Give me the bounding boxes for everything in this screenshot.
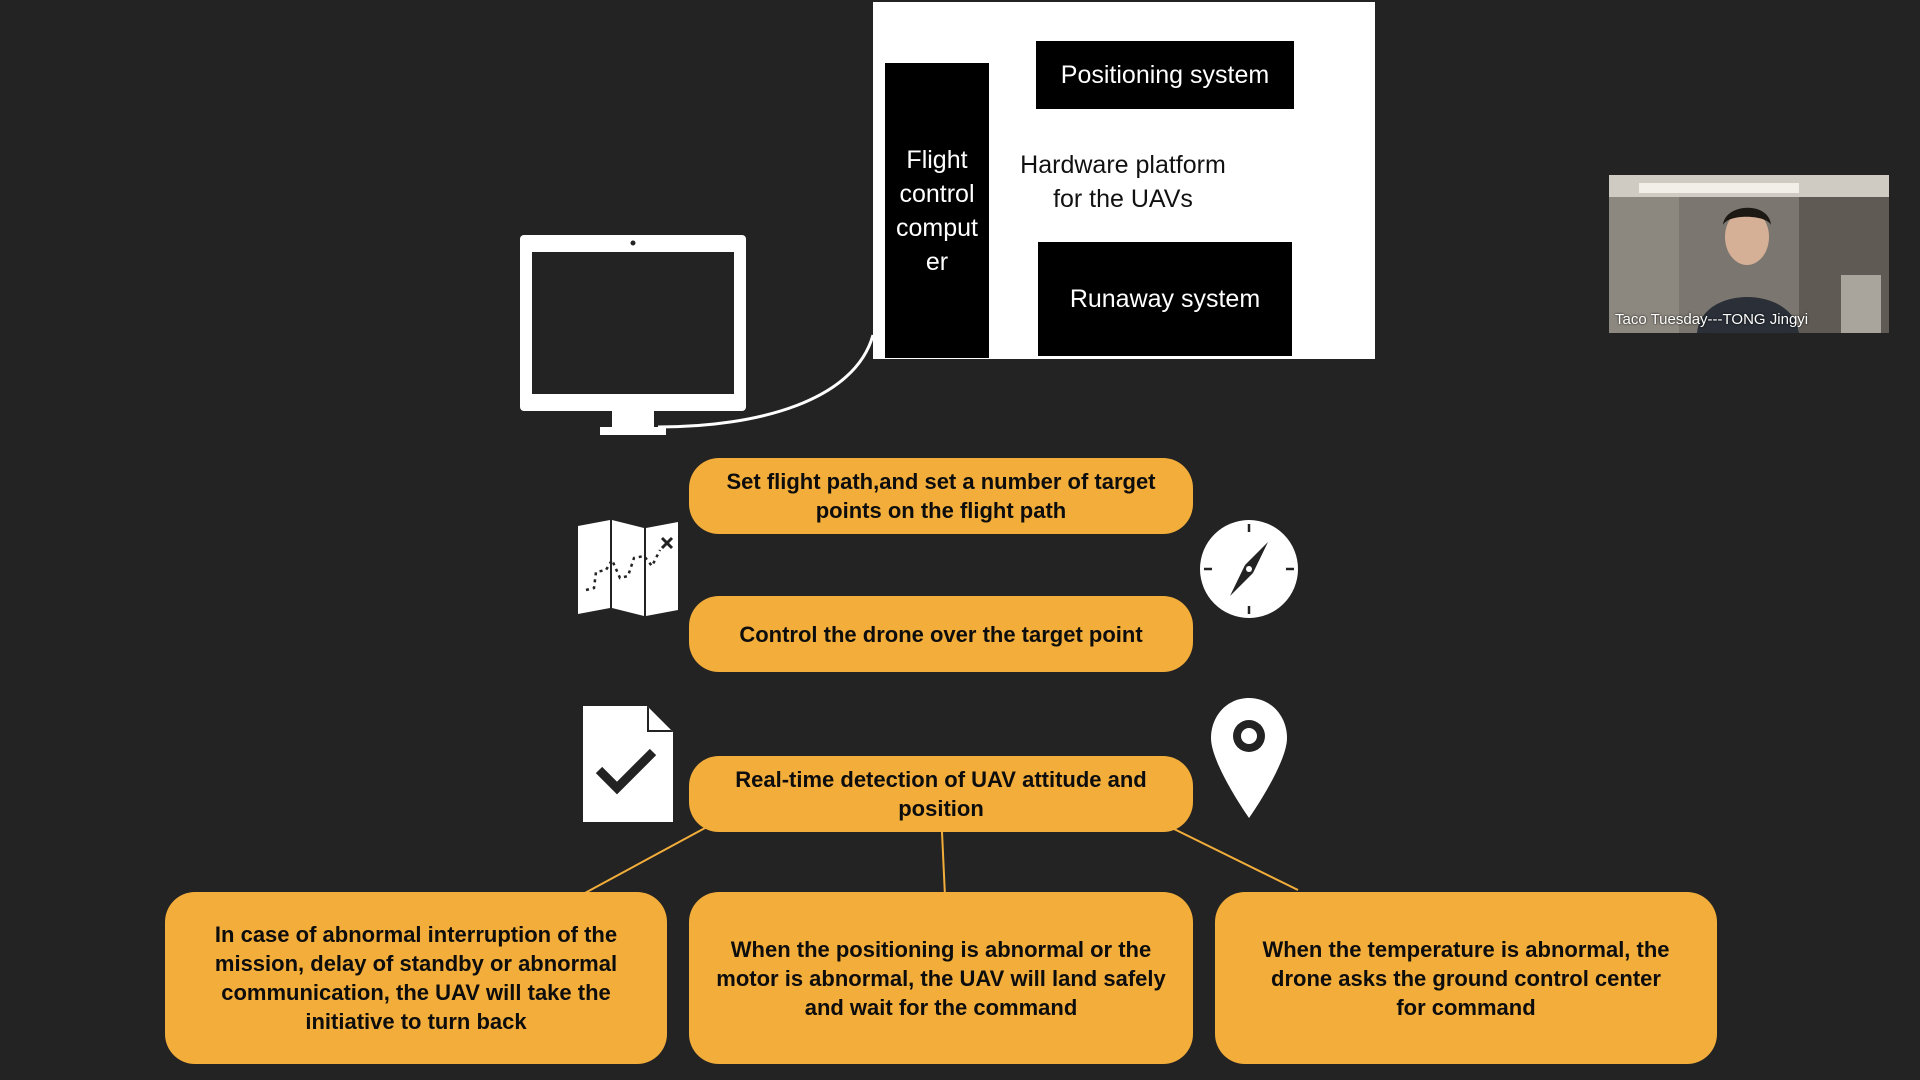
flight-control-computer-block: Flight control comput er [885,63,989,358]
participant-video-feed [1609,175,1889,333]
realtime-detection-step: Real-time detection of UAV attitude and … [689,756,1193,832]
abnormal-positioning-outcome: When the positioning is abnormal or the … [689,892,1193,1064]
participant-video-tile[interactable]: Taco Tuesday---TONG Jingyi [1609,175,1889,333]
control-drone-step: Control the drone over the target point [689,596,1193,672]
document-check-icon [583,706,673,822]
location-pin-icon [1211,698,1287,818]
abnormal-interruption-outcome: In case of abnormal interruption of the … [165,892,667,1064]
monitor-icon [520,235,746,435]
runaway-system-block: Runaway system [1038,242,1292,356]
hardware-platform-panel: Flight control comput er Positioning sys… [873,2,1375,359]
hardware-platform-label: Hardware platform for the UAVs [1020,151,1226,213]
set-flight-path-step: Set flight path,and set a number of targ… [689,458,1193,534]
compass-icon [1200,520,1298,618]
map-icon [578,520,678,616]
abnormal-temperature-outcome: When the temperature is abnormal, the dr… [1215,892,1717,1064]
participant-name-label: Taco Tuesday---TONG Jingyi [1615,311,1809,328]
positioning-system-block: Positioning system [1036,41,1294,109]
